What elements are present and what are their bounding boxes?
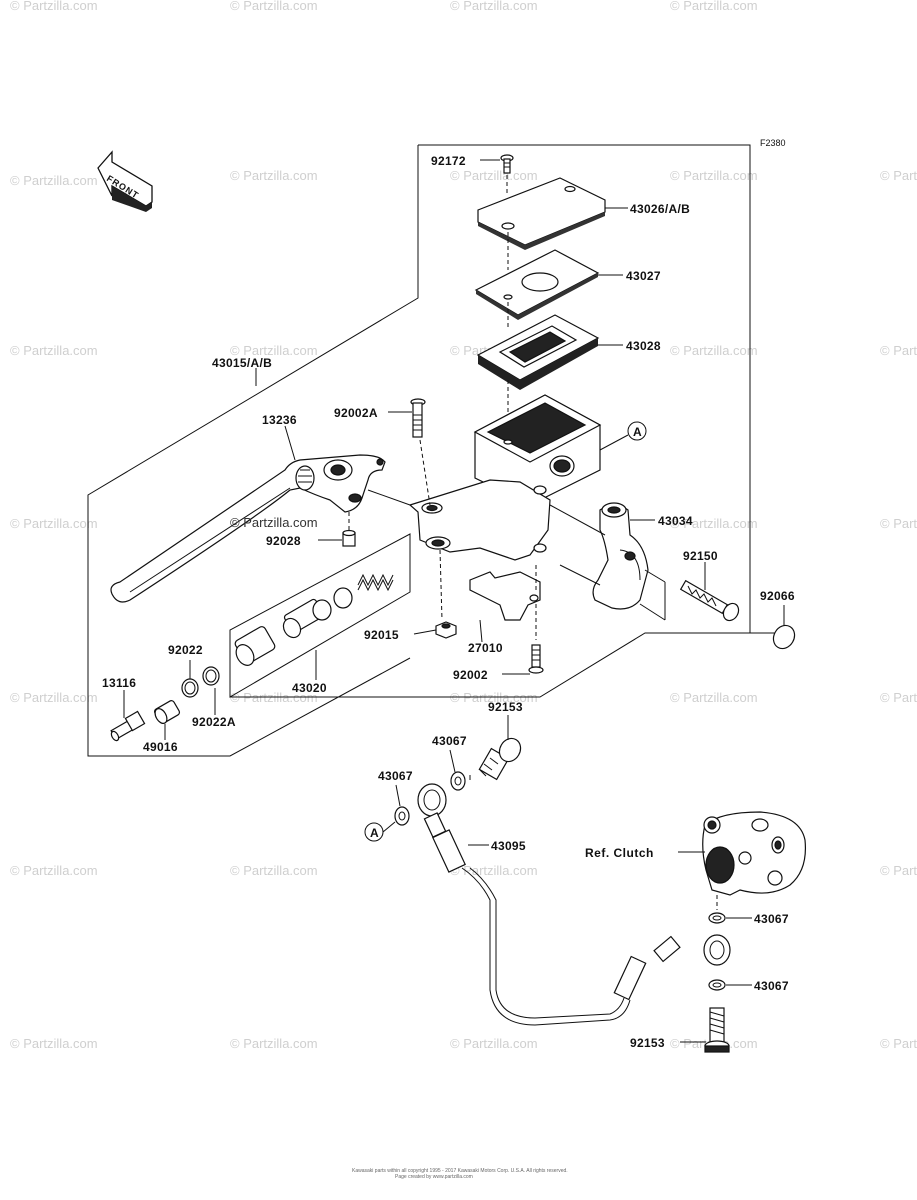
pin-13116 [110,710,146,742]
label-43067-c: 43067 [754,912,789,926]
label-92002A: 92002A [334,406,378,420]
label-92150: 92150 [683,549,718,563]
label-43020: 43020 [292,681,327,695]
watermark: © Partzilla.com [880,516,917,531]
diaphragm-plate-43027 [474,249,600,320]
watermark: © Partzilla.com [880,863,917,878]
watermark: © Partzilla.com [10,0,98,13]
footer-copyright: Kawasaki parts within all copyright 1995… [352,1168,568,1174]
front-arrow-icon: FRONT [97,150,153,212]
svg-text:A: A [370,826,379,840]
bushing-49016 [153,700,181,724]
diagram-code: F2380 [760,138,786,148]
watermark: © Partzilla.com [230,343,318,358]
watermark: © Partzilla.com [230,0,318,13]
watermark: © Partzilla.com [10,516,98,531]
ref-circle-a: A [627,421,647,441]
screw-92002 [528,644,544,674]
label-27010: 27010 [468,641,503,655]
watermark-center: © Partzilla.com [230,515,318,530]
label-43026: 43026/A/B [630,202,690,216]
watermark: © Partzilla.com [670,343,758,358]
watermark: © Partzilla.com [10,690,98,705]
label-43015: 43015/A/B [212,356,272,370]
label-13116: 13116 [102,676,136,690]
hose-end-lower [613,934,731,1001]
label-92002: 92002 [453,668,488,682]
watermark: © Partzilla.com [450,0,538,13]
washer-43067-c [708,912,726,924]
footer-credit: Page created by www.partzilla.com [395,1174,473,1180]
bolt-92150 [679,579,740,622]
label-92022A: 92022A [192,715,236,729]
watermark: © Partzilla.com [450,863,538,878]
washer-43067-b [394,806,410,826]
diaphragm-43028 [476,314,600,390]
watermark: © Partzilla.com [880,168,917,183]
watermark: © Partzilla.com [10,1036,98,1051]
label-92153-bottom: 92153 [630,1036,665,1050]
watermark: © Partzilla.com [880,1036,917,1051]
label-92015: 92015 [364,628,399,642]
watermark: © Partzilla.com [450,168,538,183]
washer-43067-a [450,771,466,791]
label-43034: 43034 [658,514,693,528]
bolt-92002A [410,398,426,438]
label-43067-a: 43067 [432,734,467,748]
ring-92022A [202,666,220,686]
reservoir-cap-43026 [477,177,606,250]
clutch-slave-cylinder [702,811,807,896]
assembly-outline [230,632,750,698]
screw-92172 [500,154,514,174]
label-49016: 49016 [143,740,178,754]
ref-circle-a: A [364,822,384,842]
watermark-layer: © Partzilla.com © Partzilla.com © Partzi… [10,0,917,1051]
watermark: © Partzilla.com [10,173,98,188]
cap-92066 [772,624,796,650]
watermark: © Partzilla.com [10,343,98,358]
label-92172: 92172 [431,154,466,168]
nut-92015 [435,621,457,639]
watermark: © Partzilla.com [670,690,758,705]
label-92022: 92022 [168,643,203,657]
watermark: © Partzilla.com [880,343,917,358]
piston-kit-43020 [234,573,394,666]
label-43067-d: 43067 [754,979,789,993]
watermark: © Partzilla.com [10,863,98,878]
switch-27010 [469,571,541,621]
watermark: © Partzilla.com [670,0,758,13]
assembly-outline [749,605,780,634]
master-cylinder-body [408,394,602,561]
ring-92022 [181,678,199,698]
hose-43095 [417,783,631,1026]
leader-lines [255,159,785,1043]
clutch-lever-13236 [110,454,386,603]
label-13236: 13236 [262,413,297,427]
svg-text:A: A [633,425,642,439]
watermark: © Partzilla.com [670,168,758,183]
label-92153-top: 92153 [488,700,523,714]
label-43027: 43027 [626,269,661,283]
banjo-bolt-92153-top [478,737,522,781]
piston-kit-outline [229,533,411,698]
assembly-outline [418,144,751,605]
banjo-bolt-92153-bottom [704,1007,730,1053]
assembly-outline [87,145,419,757]
pin-92028 [342,529,356,547]
label-92066: 92066 [760,589,795,603]
label-43067-b: 43067 [378,769,413,783]
clamp-43034 [592,502,649,610]
label-43028: 43028 [626,339,661,353]
washer-43067-d [708,979,726,991]
watermark: © Partzilla.com [230,168,318,183]
watermark: © Partzilla.com [450,1036,538,1051]
watermark: © Partzilla.com [880,690,917,705]
label-43095: 43095 [491,839,526,853]
watermark: © Partzilla.com [230,1036,318,1051]
watermark: © Partzilla.com [670,516,758,531]
label-92028: 92028 [266,534,301,548]
watermark: © Partzilla.com [230,863,318,878]
label-ref-clutch: Ref. Clutch [585,846,654,860]
